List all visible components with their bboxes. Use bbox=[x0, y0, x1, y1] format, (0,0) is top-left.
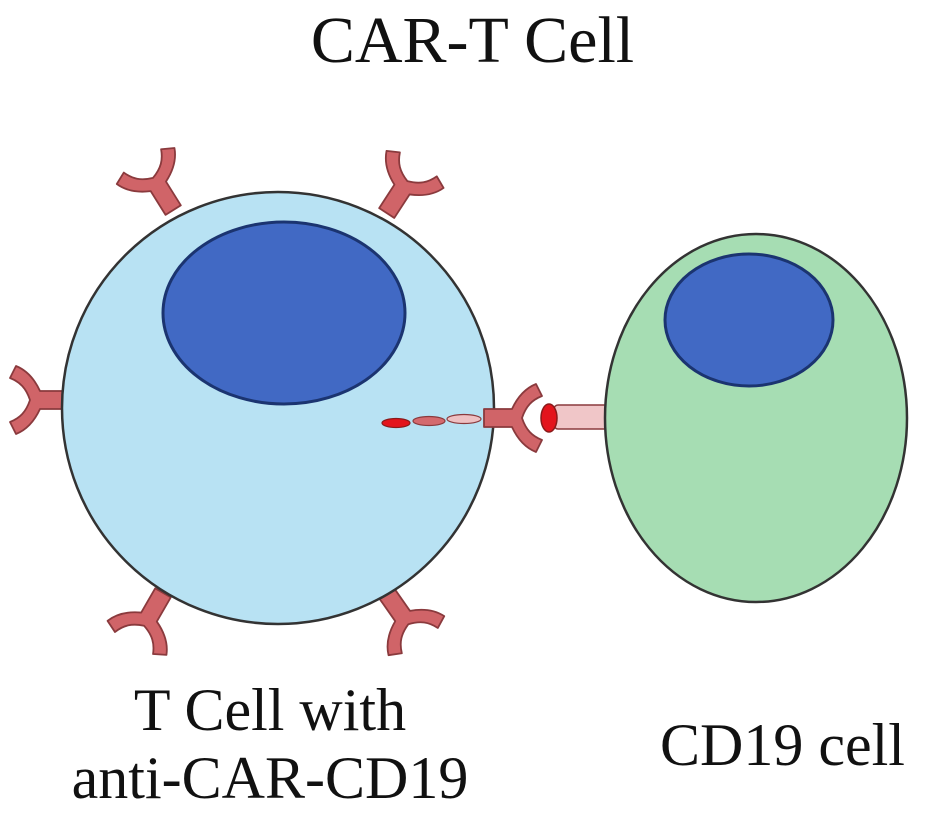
signaling-domain-1 bbox=[381, 417, 411, 429]
cd19-cell-nucleus bbox=[663, 252, 835, 388]
t-cell-label: T Cell with anti-CAR-CD19 bbox=[20, 676, 520, 812]
t-cell-nucleus bbox=[161, 220, 407, 406]
cd19-antigen bbox=[540, 403, 558, 433]
car-receptor-left bbox=[9, 365, 69, 435]
cd19-antigen-stalk bbox=[553, 404, 609, 430]
signaling-domains bbox=[381, 413, 482, 429]
cd19-cell-label: CD19 cell bbox=[660, 712, 905, 778]
t-cell-label-line2: anti-CAR-CD19 bbox=[71, 745, 469, 811]
signaling-domain-3 bbox=[446, 413, 482, 425]
signaling-domain-2 bbox=[412, 415, 446, 427]
diagram-title: CAR-T Cell bbox=[310, 4, 635, 77]
t-cell-label-line1: T Cell with bbox=[133, 677, 407, 743]
